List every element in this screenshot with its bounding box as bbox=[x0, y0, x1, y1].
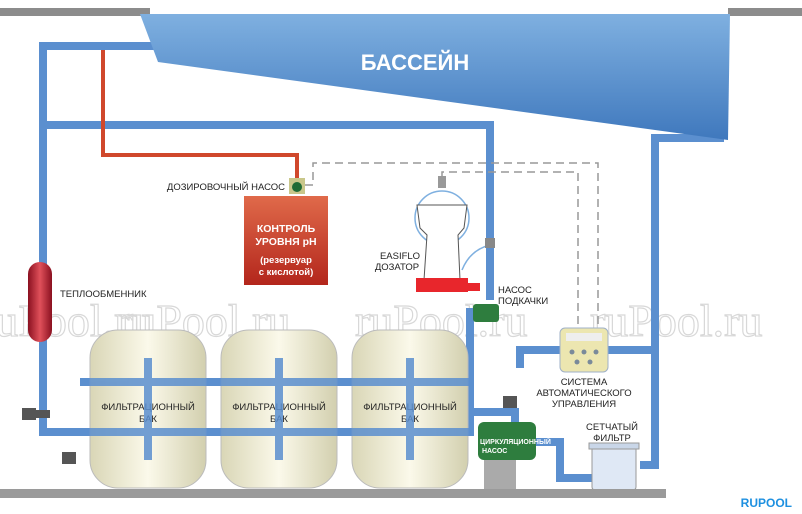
tank-pipes-overlay bbox=[60, 358, 470, 460]
heat-exchanger-label: ТЕПЛООБМЕННИК bbox=[60, 289, 147, 300]
control-label-3: УПРАВЛЕНИЯ bbox=[552, 399, 616, 410]
svg-text:ruPool.ru: ruPool.ru bbox=[590, 295, 763, 346]
pool-label: БАССЕЙН bbox=[361, 50, 469, 75]
ph-tank bbox=[244, 196, 328, 285]
circulation-pump-label-2: НАСОС bbox=[482, 448, 507, 455]
easiflo-feeder bbox=[414, 176, 495, 292]
control-buttons bbox=[569, 349, 599, 365]
control-display bbox=[566, 333, 602, 341]
dosing-pump-indicator bbox=[292, 182, 302, 192]
brand-logo: RUPOOL bbox=[741, 496, 792, 510]
circulation-pump-label-1: ЦИРКУЛЯЦИОННЫЙ bbox=[480, 437, 551, 446]
easiflo-label-2: ДОЗАТОР bbox=[375, 262, 419, 273]
strainer-lid bbox=[588, 442, 640, 450]
svg-text:(резервуар: (резервуар bbox=[260, 255, 312, 266]
strainer bbox=[591, 444, 637, 491]
booster-pump-label-1: НАСОС bbox=[498, 285, 532, 296]
control-signal-line-2 bbox=[441, 171, 579, 330]
control-signal-line bbox=[305, 162, 599, 330]
booster-pump bbox=[473, 304, 499, 322]
pool-basin bbox=[140, 14, 730, 140]
floor bbox=[0, 489, 666, 498]
strainer-label-1: СЕТЧАТЫЙ bbox=[586, 421, 638, 433]
pool-deck-right bbox=[728, 8, 802, 16]
strainer-label-2: ФИЛЬТР bbox=[593, 433, 631, 444]
svg-text:КОНТРОЛЬ: КОНТРОЛЬ bbox=[257, 223, 316, 235]
easiflo-label-1: EASIFLO bbox=[380, 251, 420, 262]
control-label-1: СИСТЕМА bbox=[561, 377, 608, 388]
svg-text:с кислотой): с кислотой) bbox=[259, 267, 314, 278]
ph-tank-label: КОНТРОЛЬ УРОВНЯ pH (резервуар с кислотой… bbox=[255, 223, 316, 278]
watermark: ruPool.ru ruPool.ru ruPool.ru ruPool.ru bbox=[0, 294, 763, 346]
pump-base bbox=[484, 460, 516, 490]
control-label-2: АВТОМАТИЧЕСКОГО bbox=[536, 388, 631, 399]
heat-exchanger bbox=[28, 262, 52, 342]
dosing-pump-label: ДОЗИРОВОЧНЫЙ НАСОС bbox=[167, 181, 285, 193]
svg-text:УРОВНЯ pH: УРОВНЯ pH bbox=[255, 236, 316, 248]
circulation-pump bbox=[478, 422, 536, 460]
pool-deck-left bbox=[0, 8, 150, 16]
booster-pump-label-2: ПОДКАЧКИ bbox=[498, 296, 548, 307]
acid-line bbox=[101, 50, 299, 178]
